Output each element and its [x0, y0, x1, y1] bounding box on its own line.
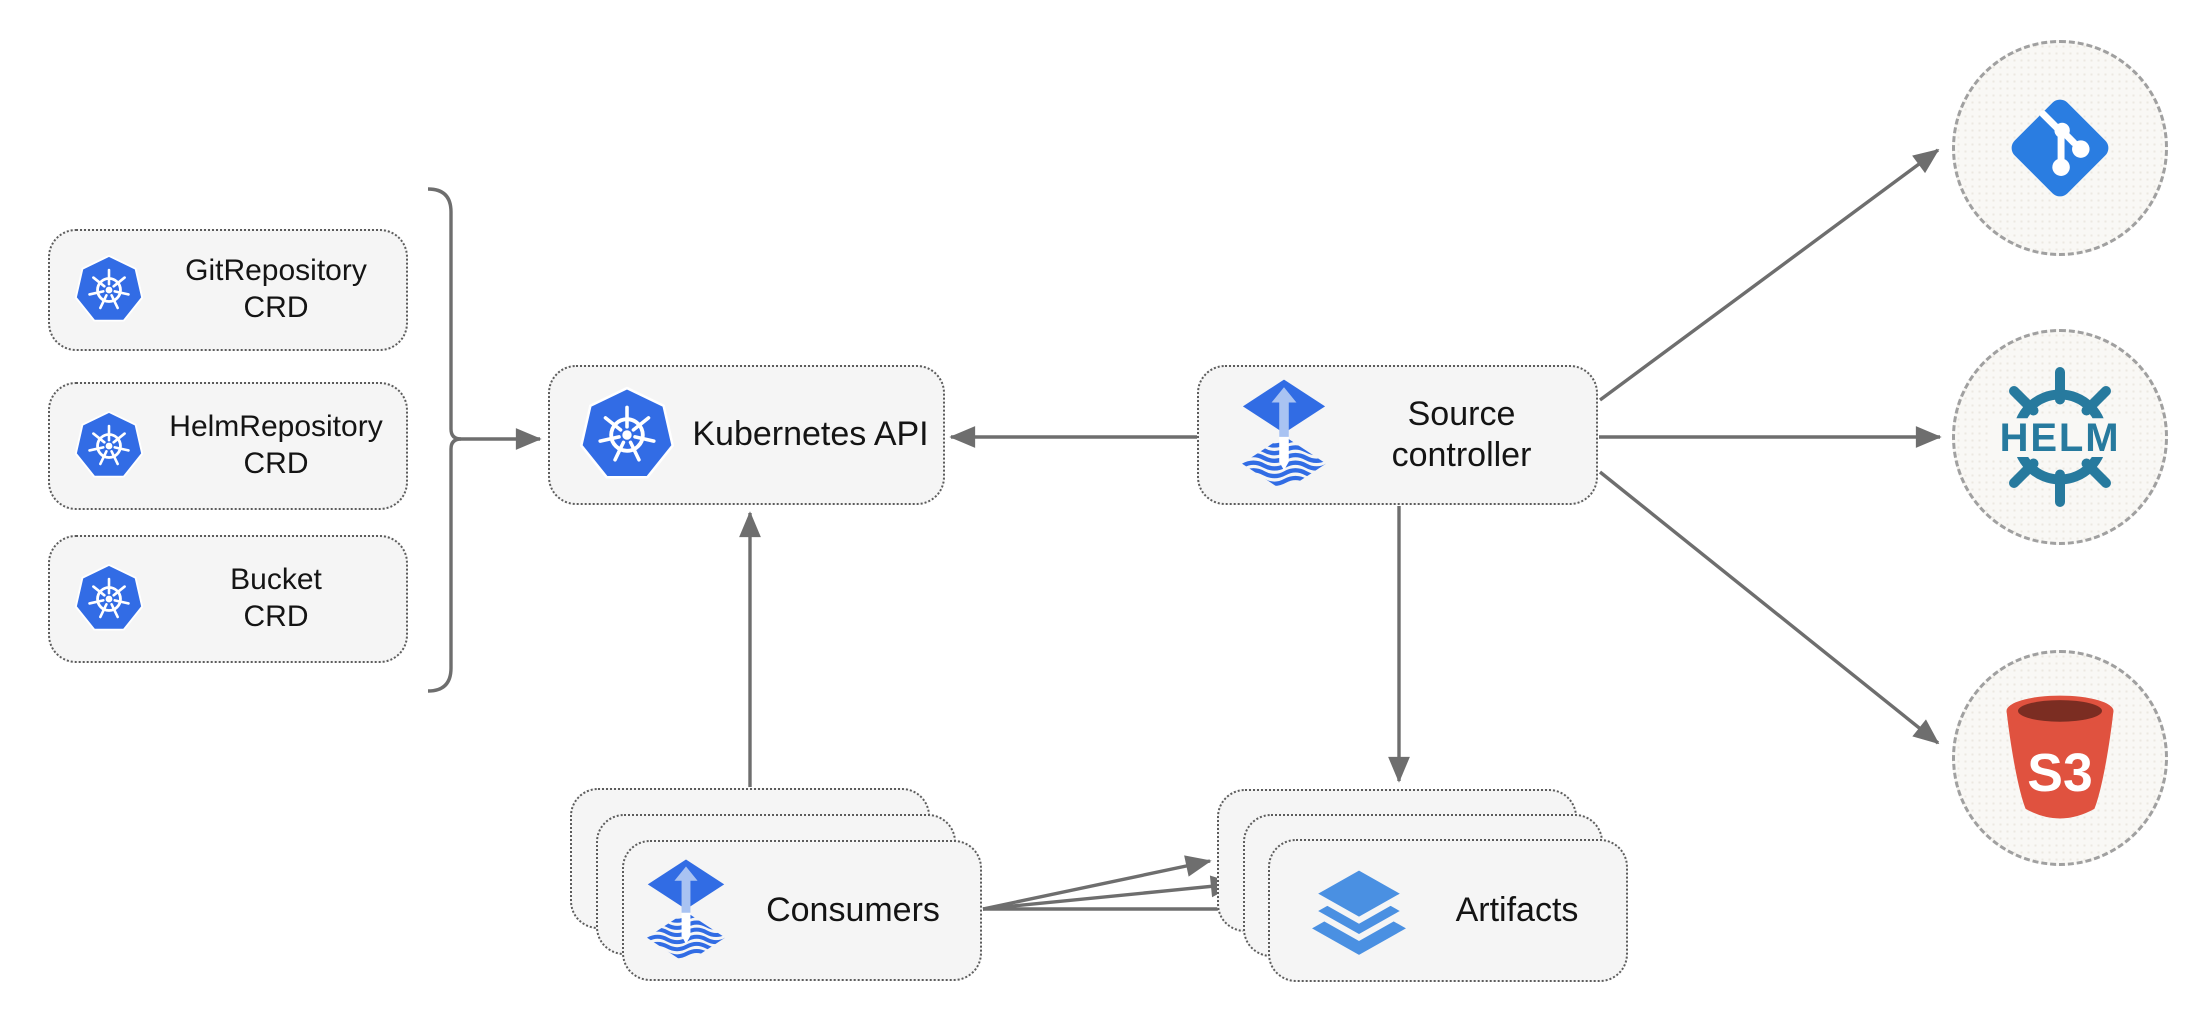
helmrepository-crd-label: HelmRepository CRD	[169, 410, 383, 480]
edge-consumers-to-artifacts-back	[982, 855, 1212, 911]
kubernetes-api-box: Kubernetes API	[548, 365, 945, 505]
bucket-crd-label: Bucket CRD	[230, 563, 322, 633]
source-controller-label: Source controller	[1391, 394, 1532, 474]
kubernetes-icon	[74, 563, 144, 631]
git-circle	[1952, 40, 2168, 256]
bucket-crd-box: Bucket CRD	[48, 535, 408, 663]
flux-icon	[646, 858, 726, 958]
helm-label: HELM	[2000, 416, 2121, 460]
edge-source-to-s3	[1598, 470, 1940, 745]
kubernetes-icon	[579, 386, 675, 479]
helm-circle: HELM	[1952, 329, 2168, 545]
edge-consumers-to-artifacts-middle	[982, 875, 1237, 911]
helmrepository-crd-box: HelmRepository CRD	[48, 382, 408, 510]
crd-bracket-bottom	[427, 437, 462, 693]
flux-source-controller-icon	[1241, 379, 1327, 486]
crd-bracket-top	[427, 187, 462, 441]
s3-circle: S3	[1952, 650, 2168, 866]
gitrepository-crd-label: GitRepository CRD	[185, 254, 367, 324]
artifacts-label: Artifacts	[1455, 890, 1579, 929]
consumers-box: Consumers	[622, 840, 982, 981]
s3-label: S3	[2027, 744, 2092, 803]
edge-source-to-git	[1598, 148, 1940, 402]
layers-icon	[1310, 864, 1408, 955]
helm-icon: HELM	[1987, 367, 2133, 507]
kubernetes-icon	[74, 410, 144, 478]
kubernetes-icon	[74, 254, 144, 322]
consumers-label: Consumers	[766, 890, 940, 929]
artifacts-box: Artifacts	[1268, 839, 1628, 982]
kubernetes-api-label: Kubernetes API	[692, 415, 929, 454]
s3-bucket-icon: S3	[2006, 695, 2114, 819]
git-icon	[2011, 99, 2109, 197]
gitrepository-crd-box: GitRepository CRD	[48, 229, 408, 351]
source-controller-box: Source controller	[1197, 365, 1598, 505]
